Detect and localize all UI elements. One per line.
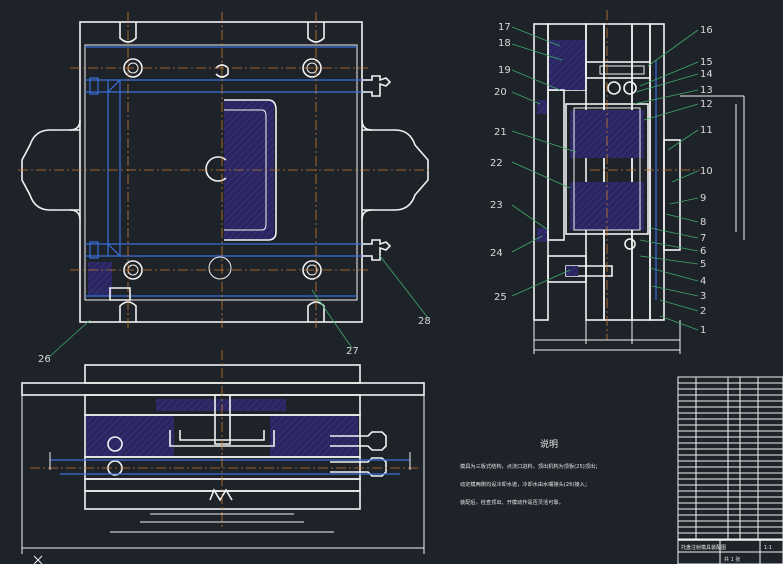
- callout-3: 3: [700, 291, 706, 302]
- callout-13: 13: [700, 85, 713, 96]
- notes-title: 说明: [540, 438, 558, 450]
- callout-27: 27: [346, 346, 359, 357]
- note-line-3: 装配后，检查顶出、开模动作是否灵活可靠。: [460, 498, 564, 506]
- callout-25: 25: [494, 292, 507, 303]
- callout-5: 5: [700, 259, 706, 270]
- callout-16: 16: [700, 25, 713, 36]
- callout-11: 11: [700, 125, 713, 136]
- callout-8: 8: [700, 217, 706, 228]
- note-line-2: 动定模两侧均设冷却水道，冷却水由水嘴接头(26)接入；: [460, 480, 590, 488]
- callout-2: 2: [700, 306, 706, 317]
- callout-15: 15: [700, 57, 713, 68]
- callout-21: 21: [494, 127, 507, 138]
- callout-4: 4: [700, 276, 706, 287]
- title-block-scale: 1:1: [764, 545, 772, 551]
- callout-22: 22: [490, 158, 503, 169]
- callout-18: 18: [498, 38, 511, 49]
- callout-1: 1: [700, 325, 706, 336]
- title-block-name: 托盘注射模具装配图: [681, 544, 726, 551]
- callout-7: 7: [700, 233, 706, 244]
- side-section-view: 17 18 19 20 21 22 23 24 25 16 15 14 13 1…: [490, 10, 745, 354]
- callout-19: 19: [498, 65, 511, 76]
- note-line-1: 模具为三板式结构，点浇口进料，顶出机构为顶板(25)顶出；: [460, 462, 600, 470]
- callout-6: 6: [700, 246, 706, 257]
- callout-14: 14: [700, 69, 713, 80]
- front-section-view: [21, 350, 425, 564]
- callout-28: 28: [418, 316, 431, 327]
- callout-9: 9: [700, 193, 706, 204]
- title-block-sheet: 共 1 张: [724, 556, 740, 563]
- callout-23: 23: [490, 200, 503, 211]
- callout-17: 17: [498, 22, 511, 33]
- parts-list-table: 托盘注射模具装配图 1:1 共 1 张: [677, 376, 783, 564]
- callout-26: 26: [38, 354, 51, 365]
- technical-notes: 说明 模具为三板式结构，点浇口进料，顶出机构为顶板(25)顶出； 动定模两侧均设…: [460, 438, 600, 506]
- callout-10: 10: [700, 166, 713, 177]
- callout-20: 20: [494, 87, 507, 98]
- callout-12: 12: [700, 99, 713, 110]
- callout-24: 24: [490, 248, 503, 259]
- top-view: 26 27 28: [18, 12, 432, 365]
